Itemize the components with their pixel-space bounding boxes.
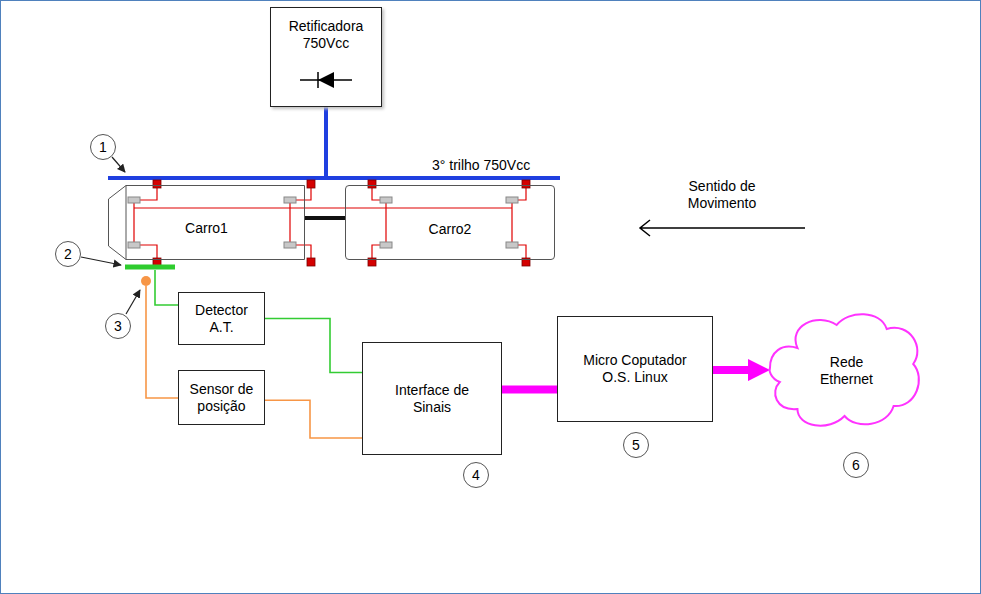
detection-bar — [125, 265, 175, 270]
collector-shoe — [307, 180, 315, 188]
rail-label: 3° trilho 750Vcc — [432, 157, 530, 174]
bogie — [284, 242, 296, 248]
sensor-box: Sensor de posição — [178, 370, 265, 425]
rectifier-box: Retificadora 750Vcc — [270, 7, 382, 107]
connector — [265, 400, 362, 438]
bogie — [284, 197, 296, 203]
direction-label: Sentido de Movimento — [668, 178, 776, 212]
position-sensor-dot — [141, 276, 151, 286]
collector-shoe — [153, 180, 530, 266]
car-wiring — [134, 203, 512, 242]
bogie — [380, 197, 392, 203]
node-text: Detector A.T. — [187, 302, 257, 336]
signal-wire — [146, 286, 178, 398]
connector — [502, 385, 557, 393]
callout-number: 2 — [55, 241, 81, 267]
node-text: Interface de Sinais — [382, 382, 482, 416]
callout-number: 6 — [843, 452, 869, 478]
direction-arrow — [640, 220, 805, 236]
node-outline — [768, 308, 925, 433]
collector-shoe — [368, 258, 376, 266]
train-car: Carro1 — [108, 185, 305, 260]
bogie — [128, 197, 140, 203]
bogie — [380, 242, 392, 248]
cab-line — [126, 186, 127, 260]
node-text: Rede Ethernet — [812, 354, 882, 388]
collector-shoe — [522, 180, 530, 188]
car-wiring — [140, 188, 311, 258]
car-outline — [109, 186, 305, 260]
car-wiring — [134, 188, 526, 258]
diode-symbol — [318, 72, 334, 88]
cloud-outline — [770, 314, 919, 425]
leader-line — [126, 290, 140, 314]
bogie — [128, 197, 518, 248]
collector-shoe — [307, 258, 315, 266]
computer-box: Micro Coputador O.S. Linux — [557, 316, 713, 422]
third-rail — [108, 176, 560, 180]
callout-number: 1 — [90, 134, 116, 160]
leader-line — [81, 257, 121, 265]
callout-number: 4 — [463, 462, 489, 488]
bogie — [506, 242, 518, 248]
car-wiring — [372, 188, 526, 258]
node-outline — [108, 185, 305, 260]
callout-number: 3 — [105, 313, 131, 339]
feeder-line — [324, 107, 328, 178]
interface-box: Interface de Sinais — [362, 342, 502, 455]
node-text: Micro Coputador O.S. Linux — [573, 352, 698, 386]
collector-shoe — [153, 180, 161, 188]
bogie — [506, 197, 518, 203]
node-text: Retificadora 750Vcc — [279, 18, 374, 52]
callout-number: 5 — [623, 432, 649, 458]
connector — [265, 319, 362, 373]
collector-shoe — [368, 180, 376, 188]
detector-box: Detector A.T. — [178, 292, 265, 345]
collector-shoe — [522, 258, 530, 266]
node-text: Carro2 — [429, 221, 472, 238]
leader-line — [112, 157, 125, 172]
node-text: Carro1 — [185, 220, 228, 237]
train-car: Carro2 — [345, 185, 555, 260]
connector — [305, 216, 345, 220]
connector — [713, 366, 756, 374]
bogie — [128, 242, 140, 248]
network-cloud: Rede Ethernet — [768, 308, 925, 433]
node-text: Sensor de posição — [187, 381, 257, 415]
diode-symbol — [300, 72, 352, 88]
signal-wire — [155, 270, 178, 305]
